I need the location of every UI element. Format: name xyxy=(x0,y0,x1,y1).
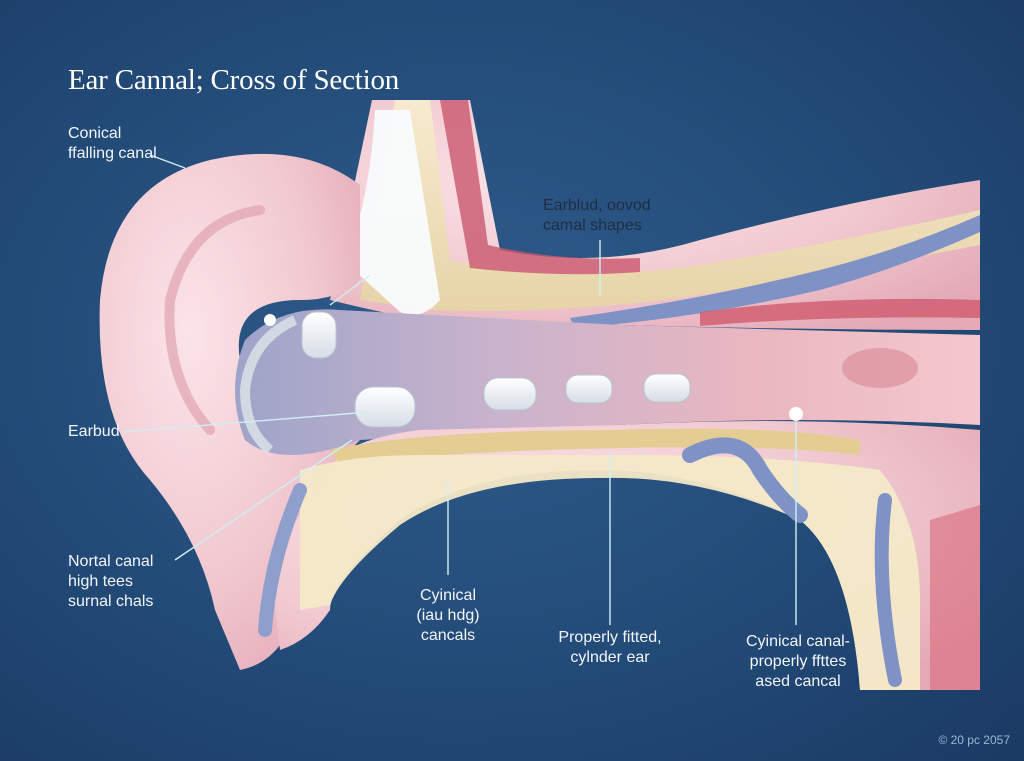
label-line: ffalling canal xyxy=(68,144,157,164)
label-nortal-canal: Nortal canal high tees surnal chals xyxy=(68,552,153,612)
label-earbud-shapes: Earblud, oovod camal shapes xyxy=(543,196,651,236)
label-line: (iau hdg) xyxy=(400,606,496,626)
earbud xyxy=(302,312,336,358)
label-line: camal shapes xyxy=(543,216,651,236)
label-line: ased cancal xyxy=(700,672,896,692)
label-earbud: Earbud xyxy=(68,422,120,442)
label-line: cancals xyxy=(400,626,496,646)
probe-tip xyxy=(264,314,276,326)
probe-tip xyxy=(789,407,803,421)
label-line: Earbud xyxy=(68,422,120,442)
label-line: Properly fitted, xyxy=(512,628,708,648)
label-line: cylnder ear xyxy=(512,648,708,668)
eardrum xyxy=(842,348,918,388)
earbud xyxy=(566,375,612,403)
label-line: properly ffttes xyxy=(700,652,896,672)
label-line: surnal chals xyxy=(68,592,153,612)
lower-red-tissue xyxy=(930,505,980,690)
label-cyinical-canal: Cyinical canal- properly ffttes ased can… xyxy=(700,632,896,692)
label-line: Conical xyxy=(68,124,157,144)
upper-muscle-band xyxy=(440,100,640,274)
diagram-title: Ear Cannal; Cross of Section xyxy=(68,64,399,97)
label-cyinical: Cyinical (iau hdg) cancals xyxy=(400,586,496,646)
label-line: high tees xyxy=(68,572,153,592)
earbud xyxy=(644,374,690,402)
earbud xyxy=(484,378,536,410)
label-line: Earblud, oovod xyxy=(543,196,651,216)
label-properly-fitted: Properly fitted, cylnder ear xyxy=(512,628,708,668)
label-line: Cyinical canal- xyxy=(700,632,896,652)
label-line: Cyinical xyxy=(400,586,496,606)
label-line: Nortal canal xyxy=(68,552,153,572)
copyright-text: © 20 pc 2057 xyxy=(938,733,1010,747)
label-conical-canal: Conical ffalling canal xyxy=(68,124,157,164)
earbud xyxy=(355,387,415,427)
